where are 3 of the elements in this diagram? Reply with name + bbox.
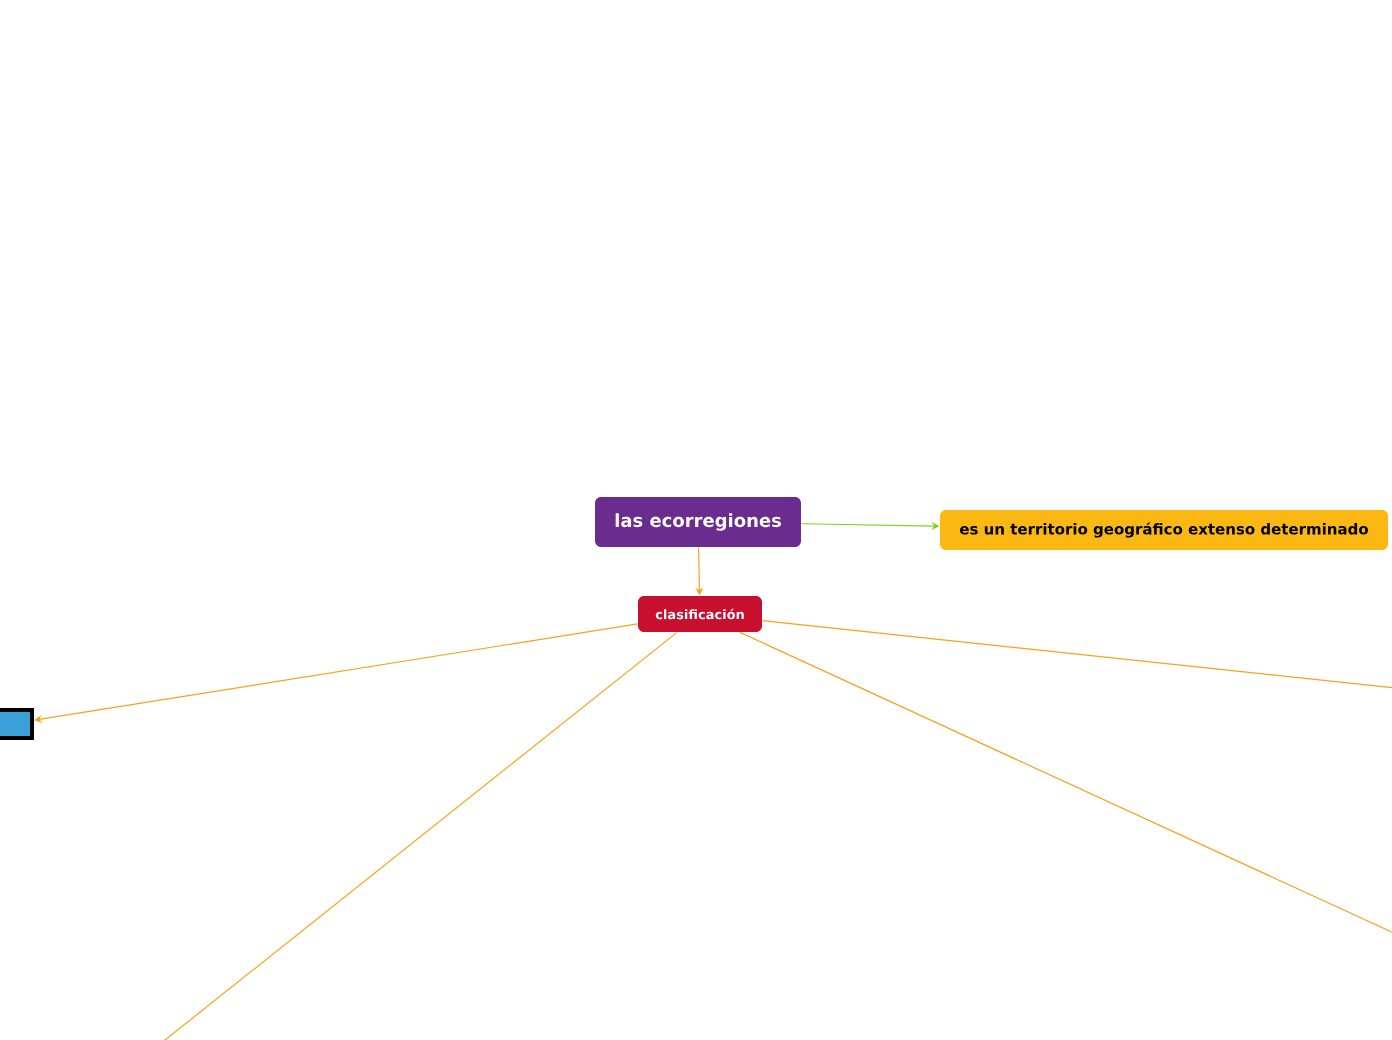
topic-box (0, 708, 34, 740)
topic-box: las ecorregiones (595, 497, 801, 547)
arrow (34, 623, 639, 723)
